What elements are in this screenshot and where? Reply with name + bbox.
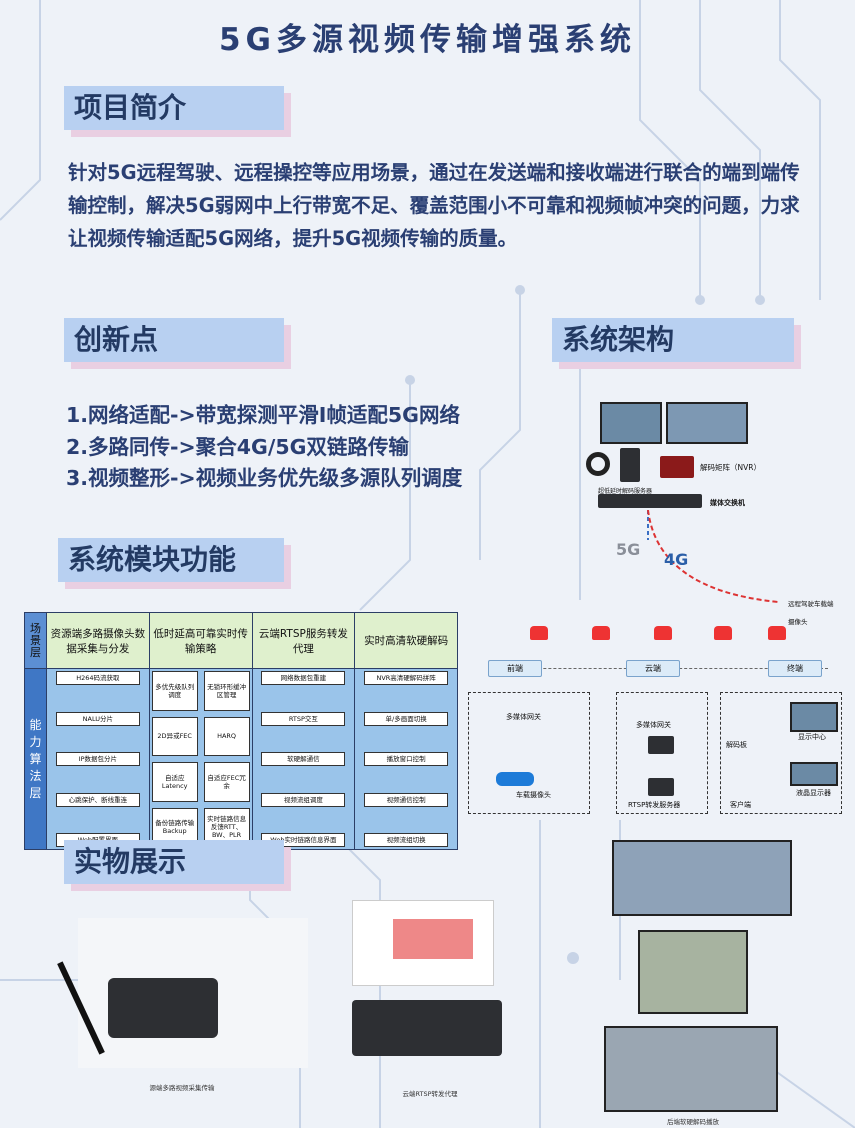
- capture-device-photo: [57, 918, 308, 1068]
- remote-cockpit-image: [600, 402, 662, 444]
- showcase-caption-3: 后端软硬解码播放: [667, 1118, 719, 1126]
- vehicle-icon: [592, 626, 610, 640]
- ability-layer-label: 能力算法层: [24, 668, 47, 850]
- vehicle-icon: [768, 626, 786, 640]
- display-center-icon: [790, 702, 838, 732]
- video-wall-photo: [638, 930, 748, 1014]
- module-box: H264码流获取: [55, 671, 140, 685]
- showcase-caption-1: 源端多路视频采集传输: [149, 1084, 215, 1092]
- module-box: 单/多画面切换: [364, 711, 449, 726]
- media-switch-label: 媒体交换机: [710, 499, 745, 507]
- lcd-icon: [790, 762, 838, 786]
- terminal-tier-tag: 终端: [768, 660, 822, 677]
- server-icon: [620, 448, 640, 482]
- remote-vehicle-label: 远程驾驶车载端: [788, 600, 834, 608]
- 4g-label: 4G: [664, 550, 689, 569]
- monitor-screenshot: [352, 900, 494, 986]
- table-row: 能力算法层 H264码流获取 NALU分片 IP数据包分片 心跳保护、断线重连 …: [24, 668, 458, 850]
- vehicle-icon: [530, 626, 548, 640]
- decoder-matrix-label: 解码矩阵（NVR）: [700, 463, 761, 472]
- lcd-label: 液晶显示器: [796, 789, 831, 797]
- section-intro-heading: 项目简介: [64, 86, 284, 130]
- module-box: 无锁环形缓冲区管理: [203, 671, 250, 711]
- terminal-box: [720, 692, 842, 814]
- rtsp-server-label: RTSP转发服务器: [628, 801, 681, 809]
- cloud-tier-tag: 云端: [626, 660, 680, 677]
- vehicle-icon: [654, 626, 672, 640]
- module-box: 视频流组切换: [364, 833, 449, 847]
- cloud-box: [616, 692, 708, 814]
- innovation-item: 1.网络适配->带宽探测平滑I帧适配5G网络: [66, 403, 460, 427]
- server-label: 超低延时解码服务器: [598, 488, 653, 495]
- device-icon: [108, 978, 218, 1038]
- module-box: 自适应FEC冗余: [203, 762, 250, 802]
- front-box: [468, 692, 590, 814]
- section-modules-heading: 系统模块功能: [58, 538, 284, 582]
- module-box: 网络数据包重建: [261, 671, 346, 685]
- table-header-cell: 云端RTSP服务转发代理: [251, 612, 356, 669]
- camera-label: 摄像头: [788, 618, 808, 626]
- decoding-playback-photo: [604, 1026, 778, 1112]
- module-box: 播放窗口控制: [364, 752, 449, 766]
- table-header-cell: 低时延高可靠实时传输策略: [148, 612, 253, 669]
- module-function-table: 场景层 资源端多路摄像头数据采集与分发 低时延高可靠实时传输策略 云端RTSP服…: [24, 612, 458, 850]
- section-innovation-heading: 创新点: [64, 318, 284, 362]
- bandwidth-graph: [393, 919, 473, 959]
- table-row: 场景层 资源端多路摄像头数据采集与分发 低时延高可靠实时传输策略 云端RTSP服…: [24, 612, 458, 669]
- intro-text: 针对5G远程驾驶、远程操控等应用场景，通过在发送端和接收端进行联合的端到端传输控…: [68, 161, 800, 250]
- gateway-icon: [648, 736, 674, 754]
- vehicle-camera-label: 车载摄像头: [516, 791, 551, 799]
- 5g-label: 5G: [616, 540, 641, 559]
- module-box: 软硬解通信: [261, 752, 346, 766]
- module-box: 2D异或FEC: [151, 716, 198, 756]
- table-header-cell: 资源端多路摄像头数据采集与分发: [46, 612, 150, 669]
- module-box: 视频通信控制: [364, 792, 449, 807]
- module-box: RTSP交互: [261, 711, 346, 726]
- decoder-matrix-icon: [660, 456, 694, 478]
- cloud-gateway-label: 多媒体网关: [636, 721, 671, 729]
- section-showcase-heading: 实物展示: [64, 840, 284, 884]
- video-wall-image: [666, 402, 748, 444]
- page-title: 5G多源视频传输增强系统: [218, 22, 636, 58]
- module-box: 心跳保护、断线重连: [55, 792, 140, 807]
- innovation-item: 3.视频整形->视频业务优先级多源队列调度: [66, 466, 463, 490]
- front-tier-tag: 前端: [488, 660, 542, 677]
- architecture-diagram: 解码矩阵（NVR） 超低延时解码服务器 媒体交换机 5G 4G 远程驾驶车载端 …: [468, 390, 855, 820]
- innovation-list: 1.网络适配->带宽探测平滑I帧适配5G网络 2.多路同传->聚合4G/5G双链…: [66, 400, 462, 495]
- steering-wheel-icon: [586, 452, 610, 476]
- section-architecture-heading: 系统架构: [552, 318, 794, 362]
- media-switch-icon: [598, 494, 702, 508]
- module-box: NALU分片: [55, 711, 140, 726]
- vehicle-icon: [714, 626, 732, 640]
- module-box: 视频流组调度: [261, 792, 346, 807]
- rtsp-proxy-device: [352, 1000, 502, 1056]
- client-label: 客户端: [730, 801, 751, 809]
- table-header-cell: 实时高清软硬解码: [354, 612, 458, 669]
- scene-layer-label: 场景层: [24, 612, 47, 669]
- innovation-item: 2.多路同传->聚合4G/5G双链路传输: [66, 434, 409, 459]
- front-gateway-label: 多媒体网关: [506, 713, 541, 721]
- link-lines: [647, 510, 779, 603]
- module-box: IP数据包分片: [55, 752, 140, 766]
- showcase-caption-2: 云端RTSP转发代理: [402, 1090, 458, 1098]
- display-center-label: 显示中心: [798, 733, 826, 741]
- rtsp-server-icon: [648, 778, 674, 796]
- module-box: 自适应Latency: [151, 762, 198, 802]
- module-box: 多优先级队列调度: [151, 671, 198, 711]
- decoder-board-label: 解码板: [726, 741, 747, 749]
- module-box: HARQ: [203, 716, 250, 756]
- car-icon: [496, 772, 534, 786]
- module-box: NVR高清硬解码拼阵: [364, 671, 449, 685]
- control-room-photo: [612, 840, 792, 916]
